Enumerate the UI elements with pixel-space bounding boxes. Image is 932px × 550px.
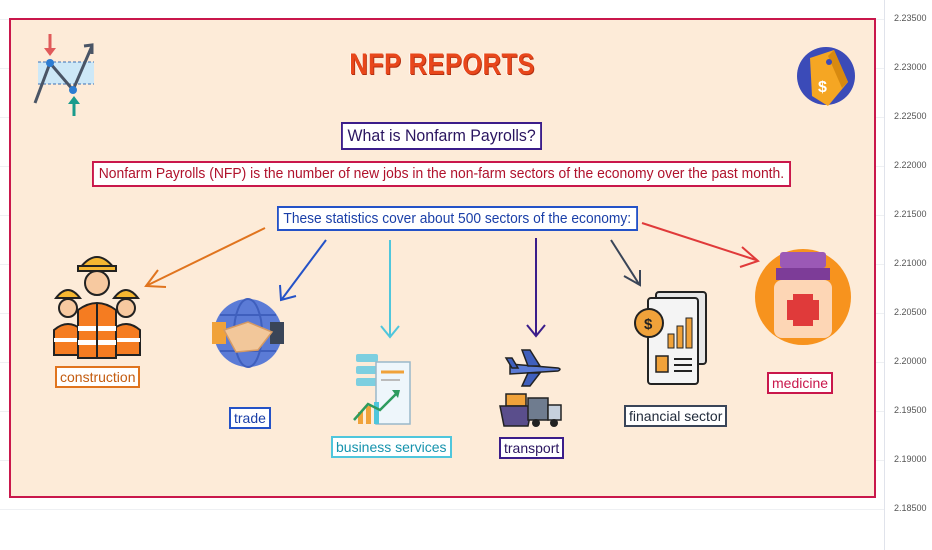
page-title: NFP REPORTS xyxy=(349,48,535,81)
handshake-globe-icon xyxy=(212,298,284,368)
price-tag-icon: $ xyxy=(797,47,855,106)
sector-label-business-services: business services xyxy=(331,436,452,458)
coverage-box: These statistics cover about 500 sectors… xyxy=(277,206,638,231)
arrow-transport xyxy=(526,238,546,338)
trend-chart-icon xyxy=(33,34,94,116)
definition-box: Nonfarm Payrolls (NFP) is the number of … xyxy=(92,161,791,187)
workers-icon xyxy=(53,256,141,359)
price-tick: 2.19000 xyxy=(894,454,927,464)
sector-label-financial: financial sector xyxy=(624,405,728,427)
arrow-financial xyxy=(610,239,641,287)
price-tick: 2.22500 xyxy=(894,111,927,121)
price-tick: 2.23000 xyxy=(894,62,927,72)
price-tick: 2.21000 xyxy=(894,258,927,268)
price-tick: 2.18500 xyxy=(894,503,927,513)
sector-label-construction: construction xyxy=(55,366,141,388)
price-tick: 2.19500 xyxy=(894,405,927,415)
price-tick: 2.22000 xyxy=(894,160,927,170)
arrow-medicine xyxy=(641,222,760,268)
analytics-report-icon xyxy=(353,354,411,425)
arrow-trade xyxy=(279,239,327,302)
infographic-card xyxy=(9,18,876,498)
plane-ship-truck-icon xyxy=(499,349,562,427)
svg-text:$: $ xyxy=(644,316,653,333)
sector-label-medicine: medicine xyxy=(767,372,834,394)
svg-text:$: $ xyxy=(818,79,827,96)
sector-label-trade: trade xyxy=(229,407,271,429)
question-box: What is Nonfarm Payrolls? xyxy=(341,122,543,150)
price-tick: 2.23500 xyxy=(894,13,927,23)
arrow-business xyxy=(380,240,400,339)
price-tick: 2.20000 xyxy=(894,356,927,366)
financial-document-icon: $ xyxy=(634,291,707,385)
sector-label-transport: transport xyxy=(499,437,565,459)
medicine-bottle-icon xyxy=(755,249,851,345)
price-tick: 2.20500 xyxy=(894,307,927,317)
arrow-construction xyxy=(144,227,266,288)
price-axis[interactable] xyxy=(884,0,932,550)
price-tick: 2.21500 xyxy=(894,209,927,219)
